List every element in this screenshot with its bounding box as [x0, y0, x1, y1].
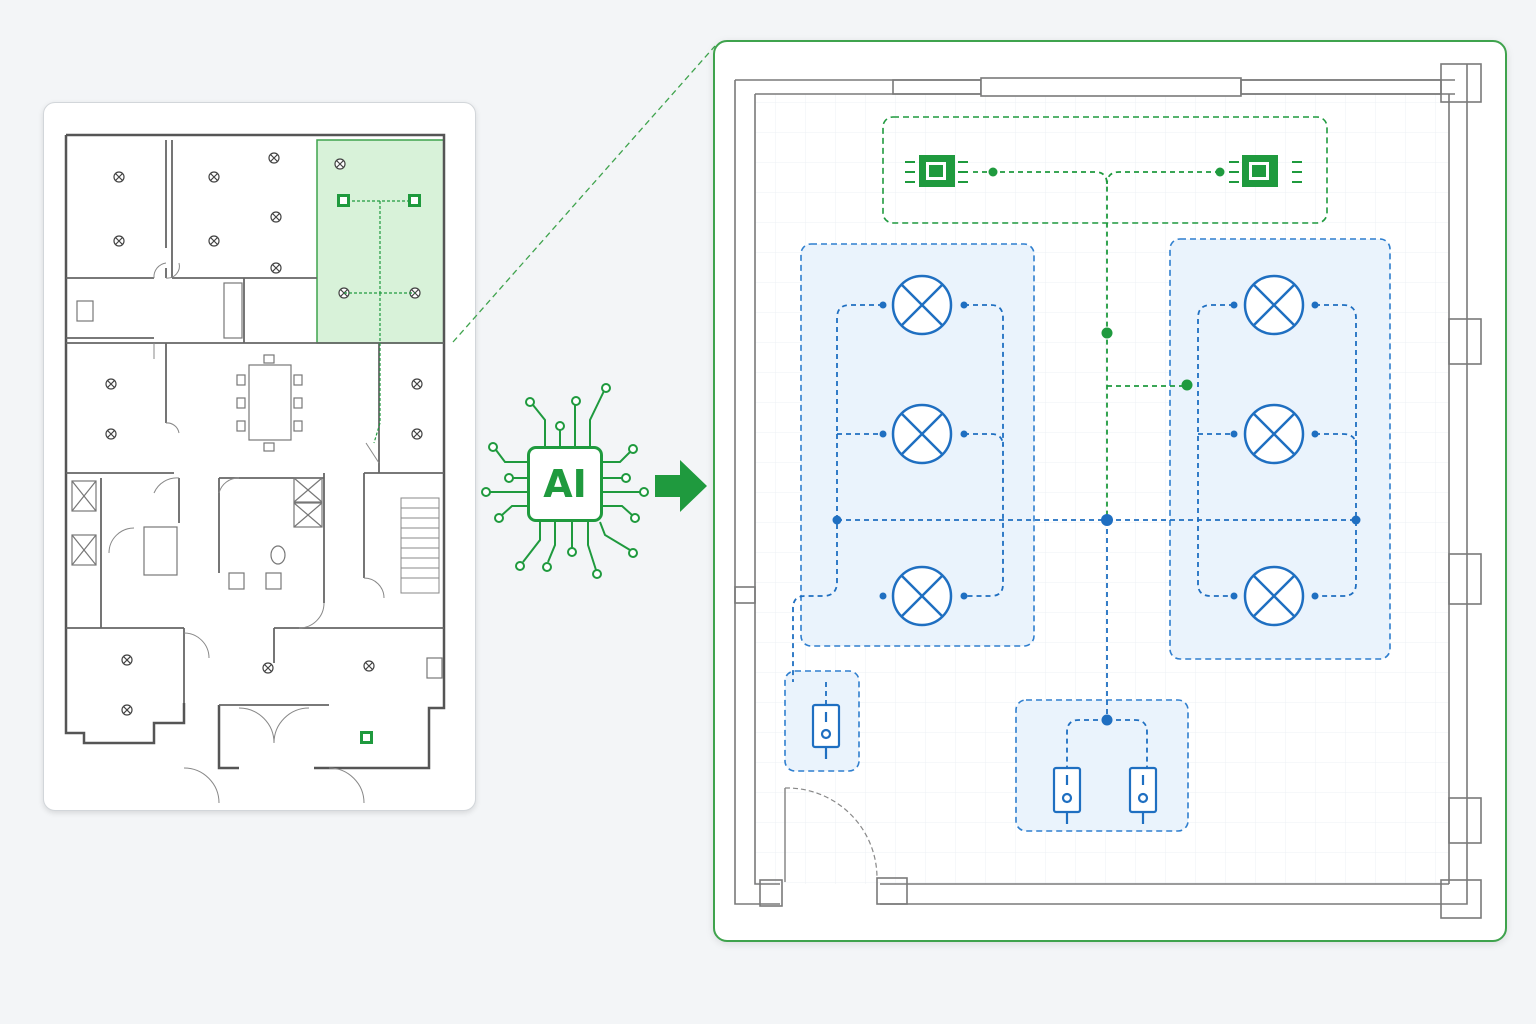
- ceiling-light-icon: [363, 660, 375, 672]
- ceiling-light-icon: [270, 262, 282, 274]
- ceiling-light-icon: [105, 378, 117, 390]
- ceiling-light-icon[interactable]: [891, 565, 953, 627]
- ceiling-light-icon: [105, 428, 117, 440]
- floor-plan-drawing: [64, 133, 446, 804]
- ceiling-light-icon: [411, 378, 423, 390]
- emergency-light-icon[interactable]: [905, 155, 968, 187]
- emergency-wiring: [973, 171, 1220, 520]
- wall-switch-icon[interactable]: [1128, 766, 1158, 824]
- circuit-traces: [481, 383, 649, 579]
- ceiling-light-icon: [268, 152, 280, 164]
- luminaire-wiring: [792, 304, 1357, 772]
- ceiling-light-icon: [411, 428, 423, 440]
- wall-switch-icon[interactable]: [1052, 766, 1082, 824]
- ceiling-light-icon[interactable]: [1243, 403, 1305, 465]
- ceiling-light-icon[interactable]: [1243, 565, 1305, 627]
- ceiling-light-icon: [262, 662, 274, 674]
- emergency-lighting-zone[interactable]: [882, 116, 1328, 224]
- emergency-light-icon: [337, 194, 350, 207]
- ceiling-light-icon[interactable]: [1243, 274, 1305, 336]
- ceiling-light-icon[interactable]: [891, 403, 953, 465]
- right-arrow-icon: [655, 460, 707, 512]
- ai-chip-label: AI: [543, 462, 587, 506]
- room-walls: [734, 63, 1482, 919]
- door-swing: [784, 787, 878, 879]
- detail-view-card[interactable]: [713, 40, 1507, 942]
- ceiling-light-icon: [208, 235, 220, 247]
- ceiling-light-icon: [208, 171, 220, 183]
- floor-plan-card[interactable]: [43, 102, 476, 811]
- ceiling-light-icon: [270, 211, 282, 223]
- ceiling-light-icon: [334, 158, 346, 170]
- ceiling-light-icon: [113, 235, 125, 247]
- emergency-light-icon[interactable]: [1229, 155, 1302, 187]
- ai-chip: AI: [527, 446, 603, 522]
- wall-switch-icon[interactable]: [811, 703, 841, 759]
- detail-room-drawing: [734, 63, 1482, 919]
- zoom-connector-line: [452, 45, 716, 343]
- emergency-light-icon: [360, 731, 373, 744]
- ceiling-light-icon: [121, 654, 133, 666]
- ceiling-light-icon: [113, 171, 125, 183]
- ceiling-light-icon: [121, 704, 133, 716]
- ceiling-light-icon[interactable]: [891, 274, 953, 336]
- emergency-light-icon: [408, 194, 421, 207]
